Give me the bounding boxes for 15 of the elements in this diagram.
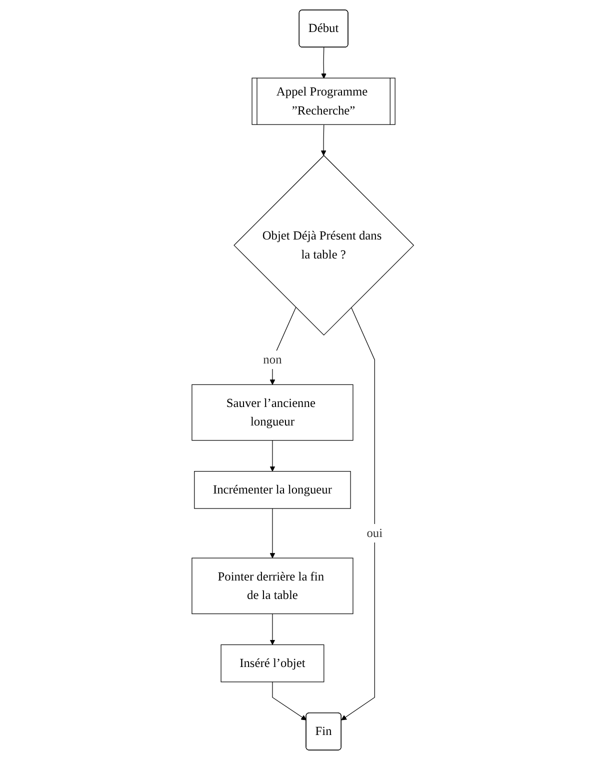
arrow	[270, 613, 276, 645]
node-box: Inséré l’objet	[220, 644, 324, 682]
node-box: Incrémenter la longueur	[194, 471, 352, 509]
arrow	[341, 307, 376, 720]
arrow	[272, 682, 307, 720]
arrow	[321, 47, 327, 79]
arrow	[270, 440, 276, 472]
node-box: Sauver l’ancienne longueur	[192, 384, 354, 441]
node-diamond: Objet Déjà Présent dans la table ?	[234, 155, 414, 336]
edge-label: oui	[366, 526, 383, 540]
arrow	[321, 124, 326, 156]
arrow	[270, 508, 276, 558]
edge-label: non	[263, 353, 282, 367]
arrow	[270, 307, 296, 385]
node-box: Pointer derrière la fin de la table	[192, 558, 354, 614]
